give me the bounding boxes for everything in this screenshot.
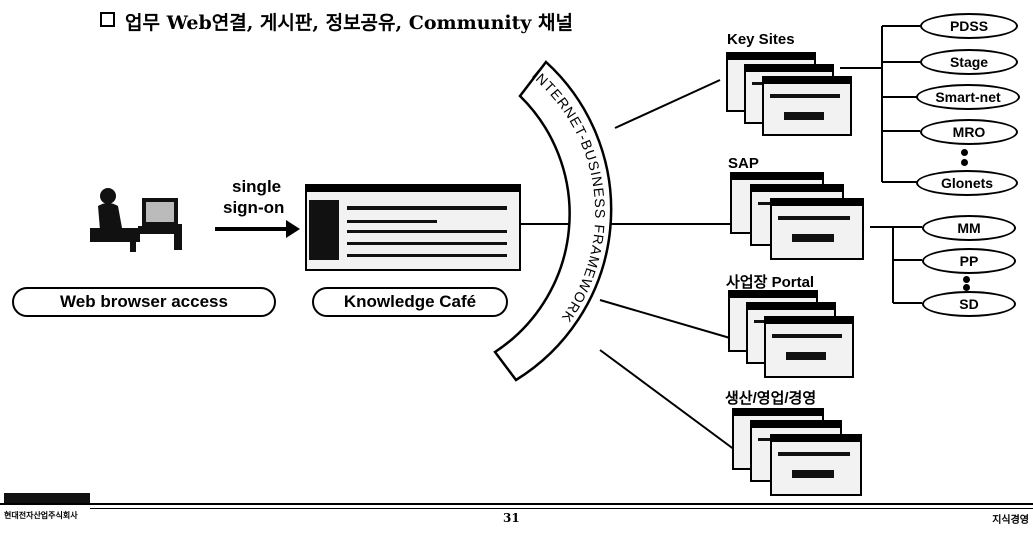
stage-oval: Stage: [920, 49, 1018, 75]
company-logo: [4, 493, 90, 505]
ellipsis-dot-1: [961, 149, 968, 156]
sd-oval: SD: [922, 291, 1016, 317]
knowledge-cafe-screenshot: [305, 184, 521, 271]
web-browser-access-pill: Web browser access: [12, 287, 276, 317]
production-screens: [732, 408, 868, 496]
title-text: 업무 Web연결, 게시판, 정보공유, Community 채널: [125, 12, 573, 34]
production-label: 생산/영업/경영: [725, 390, 817, 407]
mm-oval: MM: [922, 215, 1016, 241]
key-sites-label: Key Sites: [727, 31, 795, 48]
page-title: 업무 Web연결, 게시판, 정보공유, Community 채널: [100, 8, 573, 35]
knowledge-cafe-pill: Knowledge Café: [312, 287, 508, 317]
single-label: single: [232, 177, 282, 196]
sap-label: SAP: [728, 155, 759, 172]
company-name: 현대전자산업주식회사: [4, 511, 78, 520]
portal-label: 사업장 Portal: [726, 274, 815, 291]
pp-oval: PP: [922, 248, 1016, 274]
ellipsis-dot-2: [961, 159, 968, 166]
sap-screens: [730, 172, 870, 260]
mro-oval: MRO: [920, 119, 1018, 145]
pdss-oval: PDSS: [920, 13, 1018, 39]
portal-screens: [728, 290, 858, 378]
glonets-oval: Glonets: [916, 170, 1018, 196]
key-sites-screens: [726, 52, 856, 136]
department-label: 지식경영: [992, 515, 1029, 526]
person-computer-icon: [90, 188, 182, 252]
ellipsis-dot-3: [963, 276, 970, 283]
ellipsis-dot-4: [963, 284, 970, 291]
sign-on-label: sign-on: [223, 198, 285, 217]
page-number: 31: [503, 511, 520, 525]
footer-divider: [0, 503, 1033, 505]
footer-divider-thin: [90, 508, 1033, 509]
smart-net-oval: Smart-net: [916, 84, 1020, 110]
framework-arc: [493, 60, 613, 382]
checkbox-bullet-icon: [100, 12, 115, 27]
